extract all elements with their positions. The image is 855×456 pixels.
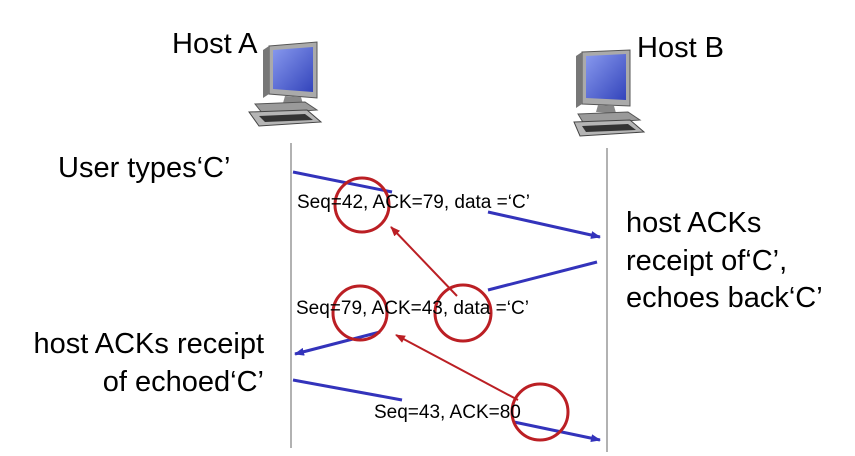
message-3-label: Seq=43, ACK=80: [374, 402, 521, 423]
host-a-ack-annotation: host ACKs receipt of echoed‘C’: [8, 326, 265, 401]
highlight-circle-ack43: [433, 283, 493, 343]
message-2-arrow-start: [487, 260, 598, 292]
host-b-ack-annotation: host ACKs receipt of‘C’, echoes back‘C’: [626, 205, 823, 318]
host-a-ack-line-2: of echoed‘C’: [102, 365, 264, 398]
highlight-circle-seq42: [333, 176, 391, 234]
relation-arrow-ack80: [395, 334, 519, 401]
relation-arrow-ack43: [390, 226, 458, 297]
message-1-arrow-start: [292, 170, 393, 194]
message-1-label: Seq=42, ACK=79, data =‘C’: [297, 192, 530, 213]
message-2-arrow-end: [294, 330, 381, 356]
host-b-ack-line-1: host ACKs: [626, 207, 762, 239]
host-b-ack-line-3: echoes back‘C’: [626, 282, 823, 315]
message-2-label: Seq=79, ACK=43, data =‘C’: [296, 298, 529, 319]
computer-icon-host-b: [573, 49, 646, 137]
host-b-ack-line-2: receipt of‘C’,: [626, 244, 788, 277]
highlight-circle-ack80: [510, 382, 570, 442]
host-a-label: Host A: [172, 28, 258, 60]
user-types-label: User types‘C’: [58, 152, 231, 184]
computer-icon-host-a: [248, 41, 323, 127]
message-1-arrow-end: [487, 210, 601, 239]
host-a-ack-line-1: host ACKs receipt: [33, 328, 265, 360]
message-3-arrow-start: [292, 378, 403, 402]
message-3-arrow-end: [513, 420, 601, 443]
host-b-label: Host B: [637, 32, 725, 64]
highlight-circle-seq79: [331, 284, 389, 342]
